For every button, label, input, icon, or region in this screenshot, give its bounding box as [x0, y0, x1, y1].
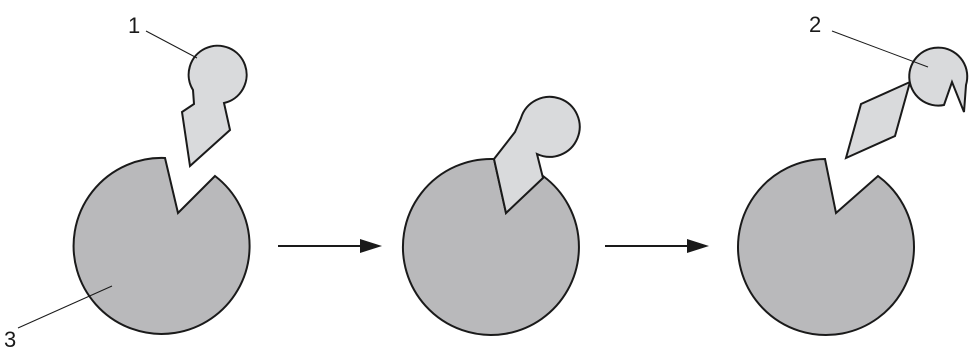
label-products: 2 — [809, 12, 821, 37]
stage-1: 1 3 — [4, 13, 250, 352]
label-enzyme: 3 — [4, 327, 16, 352]
enzyme-stage-1 — [74, 158, 250, 334]
label-substrate: 1 — [128, 13, 140, 38]
product-fragment-diamond — [846, 82, 910, 158]
substrate-stage-1 — [182, 46, 247, 166]
product-fragment-cut-circle — [909, 48, 967, 112]
enzyme-stage-3 — [738, 159, 914, 335]
arrow-2 — [605, 239, 709, 253]
enzyme-stage-2 — [403, 159, 579, 335]
stage-3: 2 — [738, 12, 967, 335]
stage-2 — [403, 97, 580, 335]
leader-line-substrate — [146, 31, 197, 58]
arrow-1 — [278, 239, 382, 253]
leader-line-products — [832, 31, 928, 67]
